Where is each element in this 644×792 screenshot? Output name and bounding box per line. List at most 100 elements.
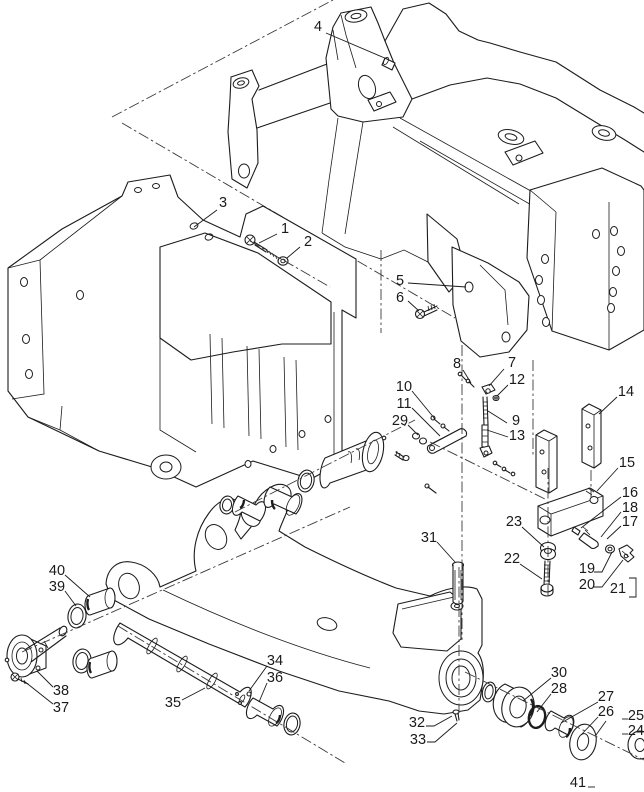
leader-line-5 (407, 282, 467, 288)
pin-34 (246, 691, 252, 697)
bushing-36 (245, 697, 285, 727)
callout-15: 15 (619, 455, 635, 471)
leader-line-34 (248, 665, 268, 692)
callout-8: 8 (453, 356, 461, 372)
callout-1: 1 (281, 221, 289, 237)
bushing-40b (86, 650, 118, 679)
leader-line-22 (519, 563, 543, 580)
callout-3: 3 (219, 195, 227, 211)
leader-line-3 (193, 209, 218, 228)
leader-line-13 (486, 429, 509, 438)
swing-arm-casting (105, 483, 484, 715)
leader-line-28 (536, 693, 552, 713)
callout-5: 5 (396, 273, 404, 289)
bolt-22 (540, 560, 554, 597)
callout-10: 10 (396, 379, 412, 395)
clip-20-21 (618, 544, 635, 563)
slash-25-24 (595, 720, 607, 736)
leader-line-40 (64, 574, 91, 598)
phantom-centerlines (21, 240, 644, 764)
leader-line-29 (407, 424, 419, 436)
leader-line-20 (594, 559, 624, 588)
callout-22: 22 (504, 551, 520, 567)
leader-line-35 (181, 687, 206, 701)
callout-24: 24 (628, 723, 644, 739)
leader-line-7 (488, 368, 505, 387)
callout-37: 37 (53, 700, 69, 716)
callout-32: 32 (409, 715, 425, 731)
callout-18: 18 (622, 500, 638, 516)
callout-17: 17 (622, 514, 638, 530)
callout-33: 33 (410, 732, 426, 748)
bracket-21 (629, 577, 637, 598)
stop-bars-14 (535, 403, 602, 494)
upper-frame-casting (227, 2, 644, 358)
leader-line-6 (407, 300, 420, 312)
callout-25: 25 (628, 708, 644, 724)
callout-20: 20 (579, 577, 595, 593)
callout-40: 40 (49, 563, 65, 579)
sensor-17 (578, 526, 599, 549)
callout-21: 21 (610, 581, 626, 597)
ring-39 (67, 603, 87, 629)
leader-line-11 (411, 407, 441, 437)
pin-31 (451, 561, 465, 605)
leader-line-33 (427, 722, 458, 743)
callout-29: 29 (392, 413, 408, 429)
hub-bearing-stack (481, 681, 644, 761)
callout-35: 35 (165, 695, 181, 711)
callout-26: 26 (598, 704, 614, 720)
callout-11: 11 (396, 396, 411, 412)
callout-2: 2 (304, 234, 312, 250)
callout-27: 27 (598, 689, 614, 705)
leader-line-12 (496, 384, 509, 397)
callout-4: 4 (314, 19, 322, 35)
leader-line-37 (23, 680, 54, 705)
leader-line-27 (560, 701, 599, 724)
callout-23: 23 (506, 514, 522, 530)
leader-line-26 (580, 716, 599, 736)
phantom-lines-back (111, 0, 456, 333)
callout-28: 28 (551, 681, 567, 697)
leader-line-19 (594, 551, 613, 573)
callout-36: 36 (267, 670, 283, 686)
leader-line-4 (325, 32, 388, 60)
callout-9: 9 (512, 413, 520, 429)
leader-line-10 (411, 390, 436, 420)
pin-16 (571, 526, 581, 536)
support-casting (7, 174, 357, 488)
leader-line-32 (426, 715, 453, 727)
leader-line-1 (258, 233, 278, 244)
leader-line-31 (436, 541, 456, 563)
callout-41: 41 (570, 775, 586, 791)
bolt-1 (244, 234, 280, 260)
leader-line-23 (521, 526, 545, 548)
callout-30: 30 (551, 665, 567, 681)
leader-line-16 (580, 496, 622, 529)
leader-line-15 (596, 467, 619, 492)
bolt-6 (414, 303, 438, 320)
bushing-40 (84, 587, 116, 616)
callout-14: 14 (618, 384, 634, 400)
callout-6: 6 (396, 290, 404, 306)
left-pivot-assembly (4, 625, 68, 685)
leader-line-38 (36, 670, 54, 688)
leader-line-8 (462, 369, 472, 384)
leader-line-39 (64, 590, 77, 607)
leader-line-18 (600, 511, 622, 538)
marks-layer (595, 577, 637, 736)
stabilizer-link-chain (457, 371, 516, 477)
callout-16: 16 (622, 485, 638, 501)
stop-block-15 (537, 487, 604, 537)
plug-4 (381, 56, 396, 71)
callout-39: 39 (49, 579, 65, 595)
ring-18-19 (604, 544, 616, 554)
callout-31: 31 (421, 530, 437, 546)
screw-32-33 (452, 709, 460, 722)
callout-7: 7 (508, 355, 516, 371)
callout-19: 19 (579, 561, 595, 577)
ring-36b (283, 712, 301, 736)
